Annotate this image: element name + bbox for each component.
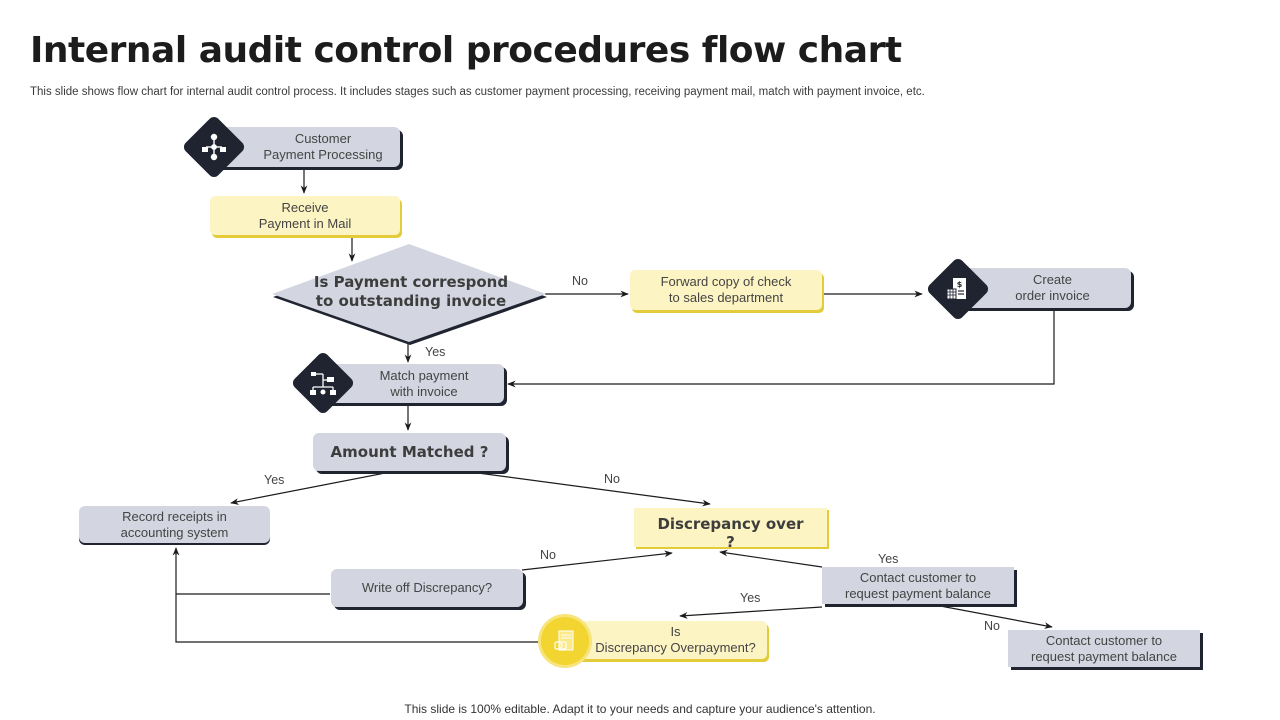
node-text-line2: order invoice — [1015, 288, 1090, 303]
page-subtitle: This slide shows flow chart for internal… — [30, 86, 925, 98]
node-text-line1: Contact customer to — [859, 569, 977, 585]
node-text-line2: Payment Processing — [263, 147, 383, 162]
node-text-line2: accounting system — [120, 524, 229, 540]
node-text-line1: Customer — [294, 131, 352, 146]
node-record-receipts[interactable]: Record receipts in accounting system — [79, 506, 270, 543]
edge-invoice-to-match — [507, 309, 1055, 388]
node-text: Write off Discrepancy? — [361, 580, 493, 595]
node-text-line1: Forward copy of check — [660, 274, 792, 289]
edge-overpayment-to-record — [172, 547, 542, 643]
node-text-line1: Record receipts in — [122, 508, 227, 524]
decision-diamond-payment-correspond[interactable] — [268, 242, 550, 346]
edge-label-amount-yes: Yes — [264, 473, 285, 487]
node-text-line2: request payment balance — [1031, 648, 1177, 664]
org-chart-icon — [290, 350, 356, 416]
edge-label-contact-no: No — [984, 619, 1000, 633]
footer-note: This slide is 100% editable. Adapt it to… — [404, 702, 876, 716]
node-text: Amount Matched ? — [330, 443, 489, 461]
node-customer-payment-processing[interactable]: Customer Payment Processing — [212, 127, 400, 167]
node-text-line2: Discrepancy Overpayment? — [595, 640, 756, 655]
node-is-discrepancy-overpayment[interactable]: Is Discrepancy Overpayment? — [562, 621, 767, 659]
svg-text:$: $ — [957, 280, 963, 289]
document-money-icon — [541, 617, 589, 665]
edge-amount-no — [477, 472, 711, 507]
node-text-line1: Create — [1032, 272, 1073, 287]
edge-label-writeoff-no: No — [540, 548, 556, 562]
node-text-line1: Contact customer to — [1045, 632, 1163, 648]
node-amount-matched[interactable]: Amount Matched ? — [313, 433, 506, 471]
node-text-line1: Match payment — [379, 367, 469, 383]
node-text-line2: ? — [726, 532, 735, 551]
node-forward-copy-of-check[interactable]: Forward copy of check to sales departmen… — [630, 270, 822, 310]
node-discrepancy-over[interactable]: Discrepancy over ? — [634, 508, 827, 551]
node-text-line2: request payment balance — [845, 585, 991, 601]
node-text-line2: with invoice — [390, 383, 458, 399]
edge-contact-yes-top — [719, 549, 823, 568]
node-contact-customer-1[interactable]: Contact customer to request payment bala… — [822, 567, 1014, 604]
decision-text-payment-correspond: Is Payment correspond to outstanding inv… — [300, 272, 522, 312]
node-write-off-discrepancy[interactable]: Write off Discrepancy? — [331, 569, 523, 607]
edge-label-contact-yes-top: Yes — [878, 552, 899, 566]
decision-text-line1: Is Payment correspond — [313, 273, 509, 291]
edge-label-correspond-no: No — [572, 274, 588, 288]
edge-label-amount-no: No — [604, 472, 620, 486]
hierarchy-icon — [181, 114, 247, 180]
edge-contact-no — [934, 604, 1053, 629]
page-title: Internal audit control procedures flow c… — [30, 30, 902, 71]
edge-writeoff-no — [521, 550, 673, 571]
edge-amount-yes — [230, 472, 386, 505]
decision-text-line2: to outstanding invoice — [315, 292, 507, 310]
node-receive-payment-in-mail[interactable]: Receive Payment in Mail — [210, 196, 400, 235]
node-contact-customer-2[interactable]: Contact customer to request payment bala… — [1008, 630, 1200, 667]
edge-contact-yes-left — [679, 606, 823, 619]
edge-label-correspond-yes: Yes — [425, 345, 446, 359]
node-text-line1: Is — [670, 624, 681, 639]
node-text-line1: Receive — [281, 199, 329, 215]
invoice-dollar-icon: $ — [925, 256, 991, 322]
node-create-order-invoice[interactable]: Create order invoice — [960, 268, 1131, 308]
node-text-line2: to sales department — [668, 290, 784, 305]
node-text-line1: Discrepancy over — [657, 514, 804, 533]
node-text-line2: Payment in Mail — [258, 215, 352, 231]
edge-label-contact-yes-left: Yes — [740, 591, 761, 605]
